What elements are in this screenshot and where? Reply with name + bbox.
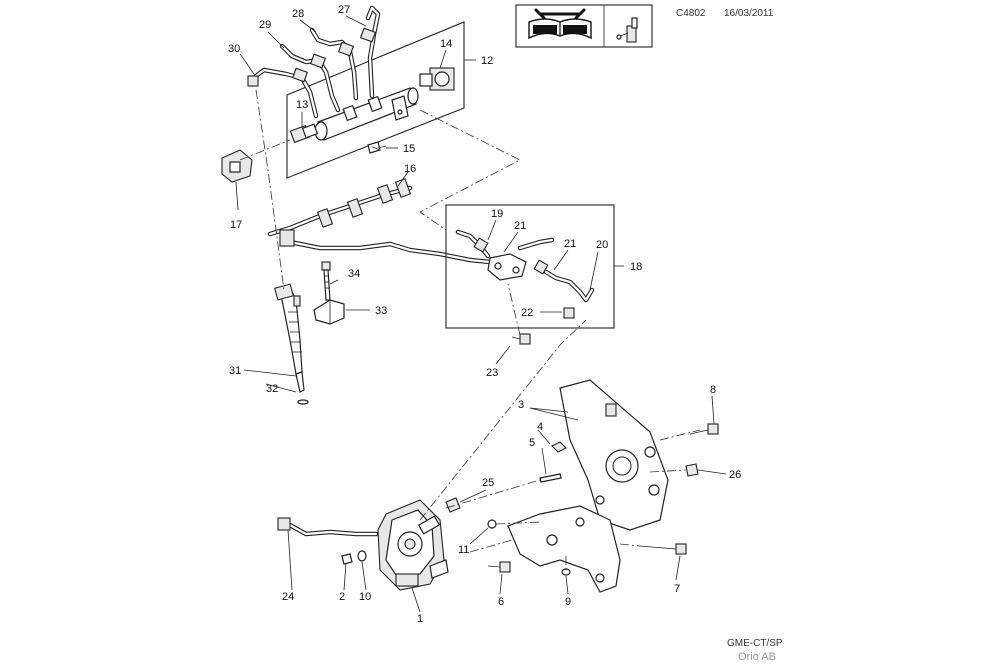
callout-31: 31 (229, 365, 241, 377)
injector-washer (297, 399, 309, 405)
callout-20: 20 (596, 239, 608, 251)
bracket-bolt-8 (689, 423, 719, 435)
fuel-rail-group-frame (286, 21, 465, 179)
fuel-rail (314, 87, 419, 141)
callout-18: 18 (630, 261, 642, 273)
callout-10: 10 (359, 591, 371, 603)
callout-8: 8 (710, 384, 716, 396)
high-pressure-pipes (247, 5, 381, 119)
leader-lines (235, 15, 727, 613)
injector-clamp (313, 299, 345, 325)
fuel-injector (274, 283, 305, 393)
callout-13: 13 (296, 99, 308, 111)
callout-2: 2 (339, 591, 345, 603)
drawing-code: C4802 (676, 8, 706, 19)
drawing-date: 16/03/2011 (724, 8, 774, 19)
callout-19: 19 (491, 208, 503, 220)
bracket-bolt-26 (685, 463, 699, 477)
assembly-lines (239, 89, 701, 570)
callout-7: 7 (674, 583, 680, 595)
callout-5: 5 (529, 437, 535, 449)
rail-bolt (367, 141, 387, 154)
callout-32: 32 (266, 383, 278, 395)
callout-17: 17 (230, 219, 242, 231)
callout-24: 24 (282, 591, 294, 603)
pump-washer (357, 550, 367, 562)
bracket-bolt-6 (487, 561, 511, 573)
callout-12: 12 (481, 55, 493, 67)
special-tool-icon (616, 17, 638, 43)
callout-26: 26 (729, 469, 741, 481)
pump-bracket (559, 379, 669, 531)
callout-3: 3 (518, 399, 524, 411)
callout-27: 27 (338, 4, 350, 16)
bracket-stud (539, 441, 567, 483)
rail-pressure-sensor (289, 123, 319, 144)
callout-30: 30 (228, 43, 240, 55)
footer-company: Orio AB (738, 651, 776, 663)
pressure-regulator-valve (419, 67, 455, 91)
callout-29: 29 (259, 19, 271, 31)
callout-23: 23 (486, 367, 498, 379)
callout-21-upper: 21 (514, 220, 526, 232)
callout-11: 11 (458, 544, 469, 556)
callout-9: 9 (565, 596, 571, 608)
callout-22: 22 (521, 307, 533, 319)
callout-1: 1 (417, 613, 423, 625)
fuel-return-hose (267, 178, 493, 265)
wiring-connector (221, 149, 253, 183)
callout-34: 34 (348, 268, 360, 280)
high-pressure-pump (377, 499, 449, 591)
callout-16: 16 (404, 163, 416, 175)
callout-28: 28 (292, 8, 304, 20)
callout-25: 25 (482, 477, 494, 489)
fuel-feed-pipes (455, 229, 595, 319)
bracket-washer-11 (487, 519, 497, 529)
bracket-lower (507, 505, 621, 593)
tool-reference-box (515, 4, 653, 48)
footer-department: GME-CT/SP (727, 638, 783, 649)
pump-inlet-pipe (277, 517, 379, 537)
workshop-manual-icon (528, 8, 592, 40)
pump-gear-nut (445, 497, 461, 513)
callout-4: 4 (537, 421, 543, 433)
pump-nut (341, 553, 353, 565)
injector-clamp-bolt (321, 261, 331, 301)
callout-33: 33 (375, 305, 387, 317)
bracket-bolt-7 (639, 543, 687, 555)
callout-14: 14 (440, 38, 452, 50)
callout-21-lower: 21 (564, 238, 576, 250)
callout-6: 6 (498, 596, 504, 608)
fuel-feed-group-frame (445, 204, 615, 329)
feed-bolt (511, 333, 531, 345)
callout-15: 15 (403, 143, 415, 155)
